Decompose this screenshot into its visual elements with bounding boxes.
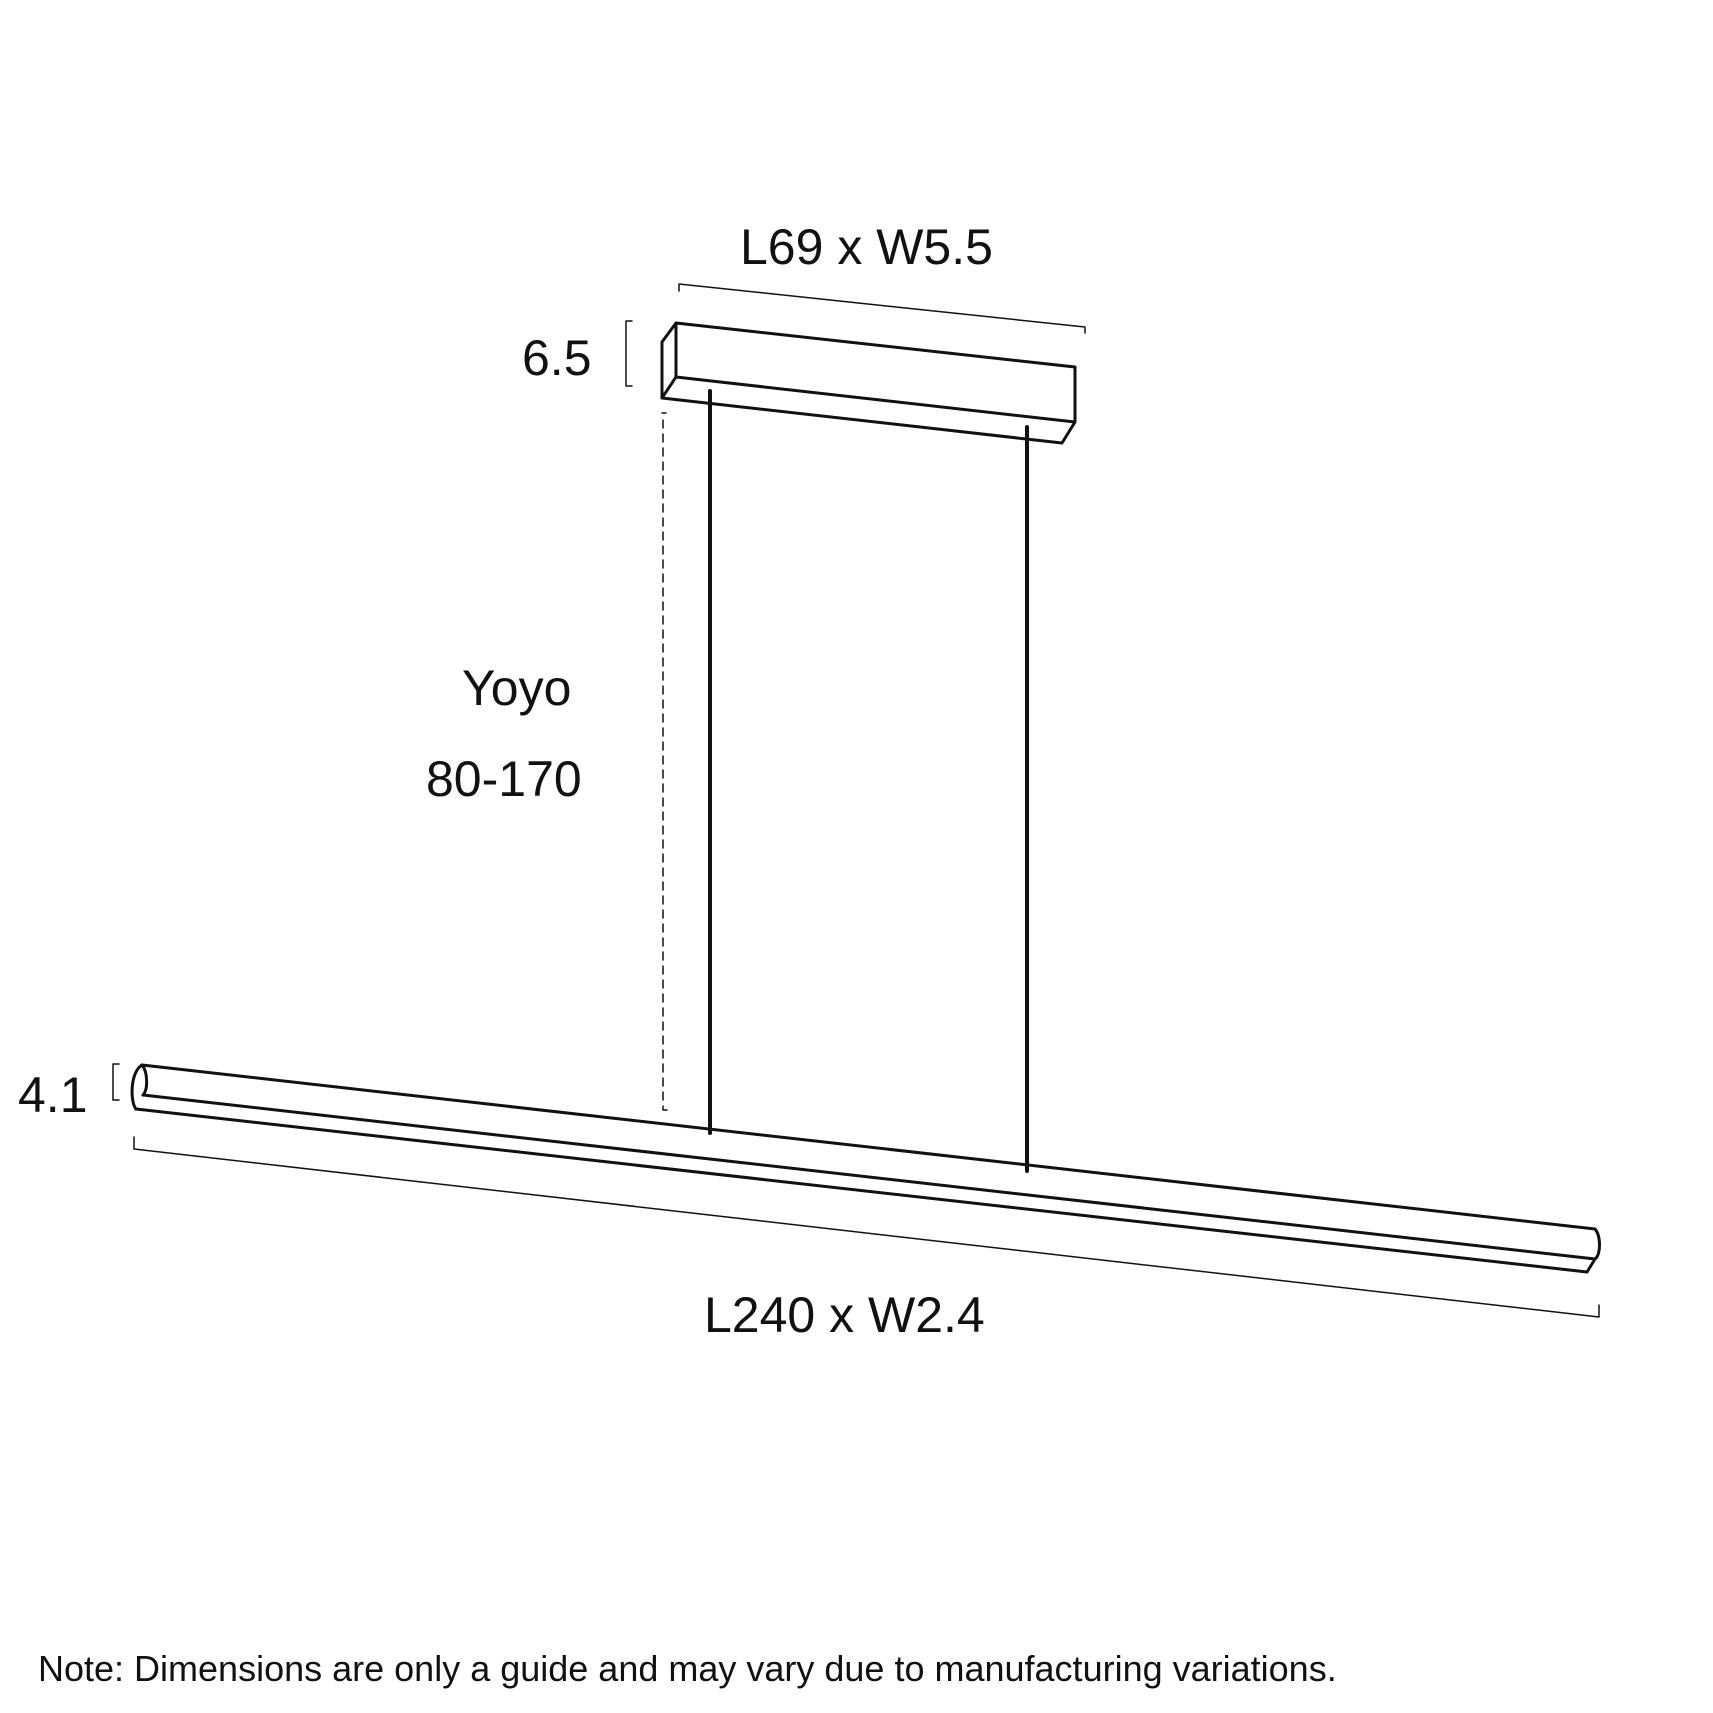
canopy-height-label: 6.5 (522, 330, 592, 386)
bar-length-dimension-line (133, 1136, 1600, 1318)
disclaimer-note: Note: Dimensions are only a guide and ma… (38, 1648, 1337, 1689)
canopy-box (660, 321, 1077, 445)
canopy-size-label: L69 x W5.5 (740, 219, 993, 275)
suspension-type-label: Yoyo (462, 660, 572, 716)
bar-size-label: L240 x W2.4 (704, 1287, 985, 1343)
suspension-range-label: 80-170 (426, 751, 582, 807)
suspension-dimension-dashed (661, 412, 668, 1111)
canopy-length-dimension-line (678, 283, 1086, 334)
light-bar (130, 1063, 1601, 1274)
bar-height-label: 4.1 (18, 1067, 88, 1123)
bar-height-bracket (112, 1063, 120, 1101)
canopy-height-bracket (625, 320, 633, 387)
